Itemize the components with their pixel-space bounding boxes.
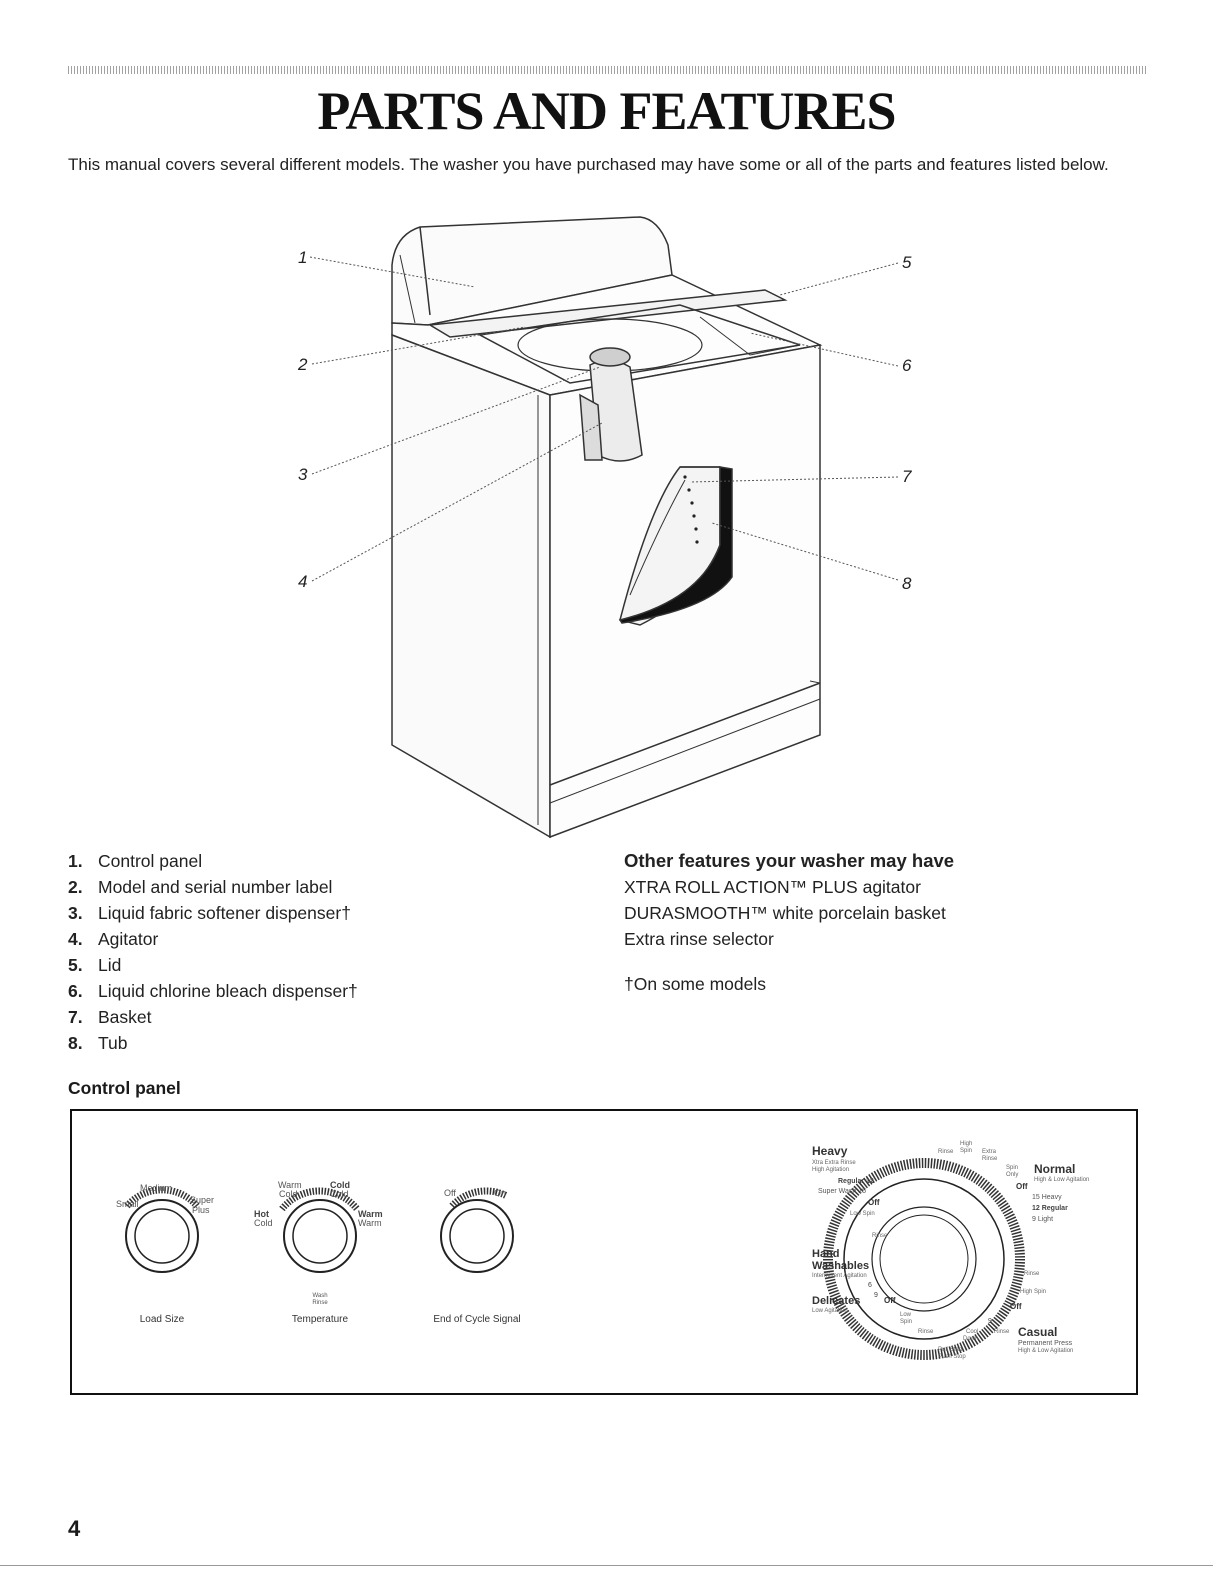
list-item: 6.Liquid chlorine bleach dispenser† — [68, 981, 358, 1001]
cycle-light: 9 Light — [1032, 1216, 1053, 1223]
cycle-spin-only: Only — [1006, 1172, 1018, 1178]
callout-7: 7 — [902, 467, 912, 486]
cycle-delicates: Delicates — [812, 1295, 860, 1307]
callout-6: 6 — [902, 356, 912, 375]
temperature-sub: Rinse — [312, 1300, 328, 1306]
feature-item: XTRA ROLL ACTION™ PLUS agitator — [624, 877, 921, 897]
temperature-option: Cold — [330, 1189, 349, 1199]
page-number: 4 — [68, 1516, 81, 1541]
cycle-casual: Casual — [1018, 1325, 1057, 1339]
end-of-cycle-knob[interactable] — [440, 1187, 514, 1273]
cycle-rinse: Rinse — [1024, 1271, 1040, 1277]
temperature-option: Warm — [358, 1218, 382, 1228]
load-size-option: Medium — [140, 1183, 172, 1193]
cycle-sub: High & Low Agitation — [1034, 1177, 1089, 1183]
end-of-cycle-option: Off — [444, 1188, 456, 1198]
list-item: 2.Model and serial number label — [68, 877, 333, 897]
footnote: †On some models — [624, 974, 767, 994]
cycle-selector-dial[interactable] — [823, 1158, 1025, 1360]
other-features: Other features your washer may have XTRA… — [624, 848, 954, 952]
list-item: 1.Control panel — [68, 851, 203, 871]
washer-diagram: 1 2 3 4 5 6 7 8 — [297, 216, 912, 839]
parts-list: 1.Control panel 2.Model and serial numbe… — [68, 848, 358, 1056]
control-panel-heading: Control panel — [68, 1078, 181, 1098]
cycle-high-spin: High Spin — [1020, 1289, 1046, 1295]
cycle-rinse: Rinse — [872, 1233, 888, 1239]
temperature-option: Warm — [278, 1180, 302, 1190]
cycle-sub: High & Low Agitation — [1018, 1348, 1073, 1354]
cycle-normal: Normal — [1034, 1162, 1075, 1176]
list-item: 5.Lid — [68, 955, 122, 975]
cycle-rinse: Rinse — [918, 1329, 934, 1335]
cycle-off: Off — [1010, 1302, 1022, 1311]
cycle-rinse: Rinse — [994, 1329, 1010, 1335]
cycle-hand-washables: Washables — [812, 1260, 869, 1272]
cycle-low-spin: Low — [900, 1312, 912, 1318]
cycle-number: 9 — [988, 1318, 992, 1325]
top-dotted-rule — [68, 66, 1148, 74]
cycle-cool-down: Cool — [966, 1329, 978, 1335]
cycle-sub: Low Agitation — [812, 1308, 848, 1314]
cycle-off: Off — [884, 1296, 896, 1305]
callout-3: 3 — [298, 465, 308, 484]
cycle-permanent-press: Permanent Press — [1018, 1340, 1073, 1347]
cycle-sub: Xtra Extra Rinse — [812, 1160, 856, 1166]
cycle-number: 9 — [874, 1292, 878, 1299]
temperature-option: Cold — [279, 1189, 298, 1199]
callout-5: 5 — [902, 253, 912, 272]
callout-1: 1 — [298, 248, 307, 267]
cycle-extra-rinse: Extra — [982, 1149, 997, 1155]
temperature-option: Warm — [358, 1209, 383, 1219]
end-of-cycle-label: End of Cycle Signal — [433, 1314, 520, 1325]
pull-start-push-stop: Push Stop — [938, 1354, 966, 1360]
bottom-rule — [0, 1565, 1213, 1566]
callout-4: 4 — [298, 572, 307, 591]
cycle-heavy: 15 Heavy — [1032, 1194, 1062, 1201]
callout-8: 8 — [902, 574, 912, 593]
page-title: PARTS AND FEATURES — [317, 81, 896, 141]
cycle-off: Off — [868, 1198, 880, 1207]
cycle-sub: High Agitation — [812, 1167, 849, 1173]
cycle-high-spin: High — [960, 1141, 972, 1147]
other-features-heading: Other features your washer may have — [624, 850, 955, 871]
cycle-super-wash: Super Wash 15 — [818, 1188, 866, 1195]
temperature-option: Cold — [330, 1180, 350, 1190]
callout-2: 2 — [297, 355, 308, 374]
cycle-regular: 12 Regular — [1032, 1205, 1068, 1212]
cycle-off: Off — [1016, 1182, 1028, 1191]
pull-start-push-stop: Pull Start — [938, 1347, 963, 1353]
list-item: 8.Tub — [68, 1033, 128, 1053]
temperature-sub: Wash — [312, 1293, 327, 1299]
cycle-rinse: Rinse — [938, 1149, 954, 1155]
load-size-knob[interactable] — [124, 1186, 200, 1273]
temperature-label: Temperature — [292, 1314, 349, 1325]
list-item: 4.Agitator — [68, 929, 159, 949]
cycle-cool-down: Down — [963, 1336, 978, 1342]
cycle-number: 6 — [868, 1282, 872, 1289]
intro-paragraph: This manual covers several different mod… — [68, 155, 1109, 174]
temperature-knob[interactable] — [279, 1187, 360, 1273]
feature-item: DURASMOOTH™ white porcelain basket — [624, 903, 946, 923]
cycle-hand-washables: Hand — [812, 1248, 840, 1260]
cycle-extra-rinse: Rinse — [982, 1156, 998, 1162]
feature-item: Extra rinse selector — [624, 929, 774, 949]
temperature-option: Cold — [254, 1218, 273, 1228]
cycle-high-spin: Spin — [960, 1148, 972, 1154]
cycle-low-spin: Spin — [900, 1319, 912, 1325]
load-size-option: Plus — [192, 1205, 210, 1215]
cycle-regular-12: Regular 12 — [838, 1178, 874, 1185]
list-item: 3.Liquid fabric softener dispenser† — [68, 903, 351, 923]
control-panel-box: Small Medium Super Plus Load Size Hot Co… — [70, 1109, 1138, 1395]
load-size-label: Load Size — [140, 1314, 185, 1325]
load-size-option: Super — [190, 1195, 214, 1205]
end-of-cycle-option: On — [494, 1188, 506, 1198]
cycle-heavy: Heavy — [812, 1144, 848, 1158]
cycle-sub: Intermittent Agitation — [812, 1273, 867, 1279]
temperature-option: Hot — [254, 1209, 269, 1219]
load-size-option: Small — [116, 1199, 139, 1209]
cycle-low-spin: Low Spin — [850, 1211, 875, 1217]
cycle-spin-only: Spin — [1006, 1165, 1018, 1171]
list-item: 7.Basket — [68, 1007, 152, 1027]
